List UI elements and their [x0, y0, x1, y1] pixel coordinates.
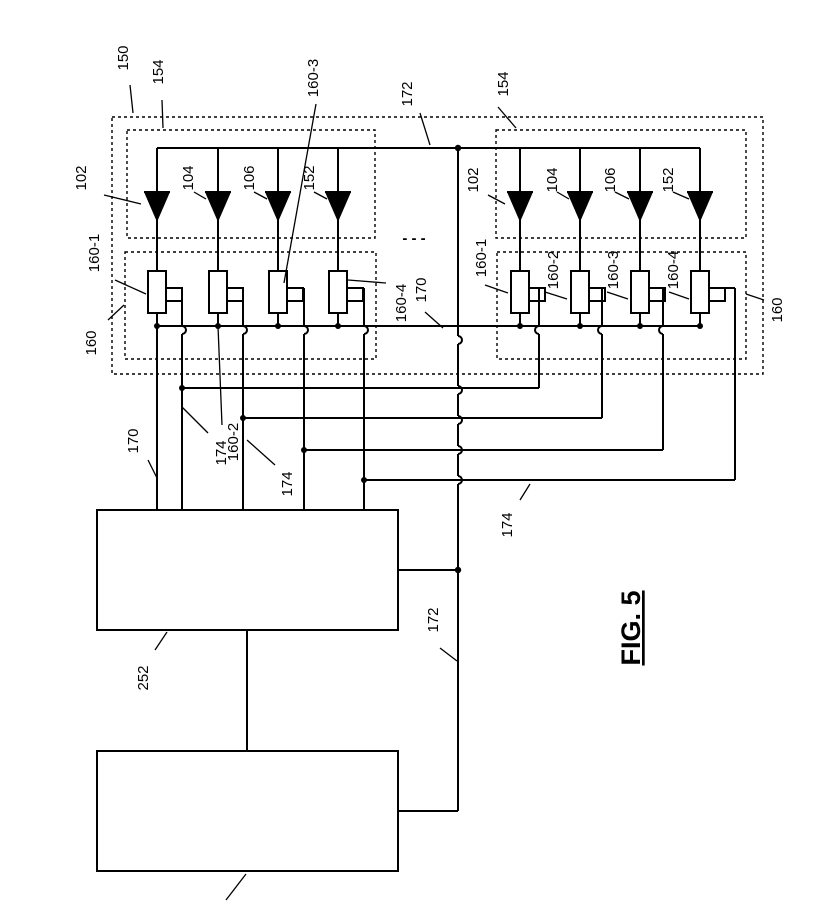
label-170-left: 170 [125, 428, 142, 453]
label-172-bottom: 172 [425, 607, 442, 632]
driver-left-160-3 [268, 270, 304, 314]
leader-lines [103, 84, 765, 662]
led-right-102 [506, 191, 534, 223]
label-174-c: 174 [499, 512, 516, 537]
driver-group-right-outline [496, 251, 747, 360]
label-160-3-left: 160-3 [305, 59, 322, 97]
label-160-3-right: 160-3 [605, 251, 622, 289]
led-left-106 [264, 191, 292, 223]
label-150: 150 [115, 45, 132, 70]
labels: 150 154 154 172 160-3 102 104 106 152 10… [73, 45, 786, 690]
label-170-mid: 170 [413, 277, 430, 302]
label-160-4-right: 160-4 [665, 251, 682, 289]
label-160-1-left: 160-1 [86, 234, 103, 272]
driver-left-160-4 [328, 270, 364, 314]
label-160-left: 160 [83, 330, 100, 355]
control-lines-174 [179, 287, 736, 510]
label-154-left: 154 [150, 59, 167, 84]
controller-box-252 [96, 509, 399, 631]
label-160-right: 160 [769, 297, 786, 322]
label-252: 252 [135, 665, 152, 690]
label-152-left: 152 [301, 165, 318, 190]
led-group-left-outline [126, 129, 376, 239]
label-174-a: 174 [213, 440, 230, 465]
led-group-right-outline [495, 129, 747, 239]
driver-right-160-4 [690, 270, 726, 314]
label-154-right: 154 [495, 71, 512, 96]
ellipsis: - - - [402, 230, 425, 247]
led-left-104 [204, 191, 232, 223]
driver-group-left-outline [124, 251, 377, 360]
label-104-right: 104 [544, 167, 561, 192]
label-104-left: 104 [180, 165, 197, 190]
label-160-2-right: 160-2 [545, 251, 562, 289]
led-left-102 [143, 191, 171, 223]
driver-right-160-3 [630, 270, 666, 314]
label-106-right: 106 [602, 167, 619, 192]
lower-unit-box [96, 750, 399, 872]
label-152-right: 152 [660, 167, 677, 192]
led-right-106 [626, 191, 654, 223]
label-102-left: 102 [73, 165, 90, 190]
label-172-top: 172 [399, 81, 416, 106]
label-160-2-left: 160-2 [225, 423, 242, 461]
led-right-104 [566, 191, 594, 223]
label-174-b: 174 [279, 471, 296, 496]
label-106-left: 106 [241, 165, 258, 190]
label-160-4-left: 160-4 [393, 284, 410, 322]
figure-title: FIG. 5 [616, 590, 646, 665]
bus-170 [154, 323, 703, 329]
module-outline-150 [111, 116, 764, 375]
bus-172 [157, 144, 700, 812]
driver-right-160-2 [570, 270, 606, 314]
driver-left-160-1 [147, 270, 183, 314]
led-right-152 [686, 191, 714, 223]
led-left-152 [324, 191, 352, 223]
label-160-1-right: 160-1 [473, 239, 490, 277]
driver-left-160-2 [208, 270, 244, 314]
label-102-right: 102 [465, 167, 482, 192]
